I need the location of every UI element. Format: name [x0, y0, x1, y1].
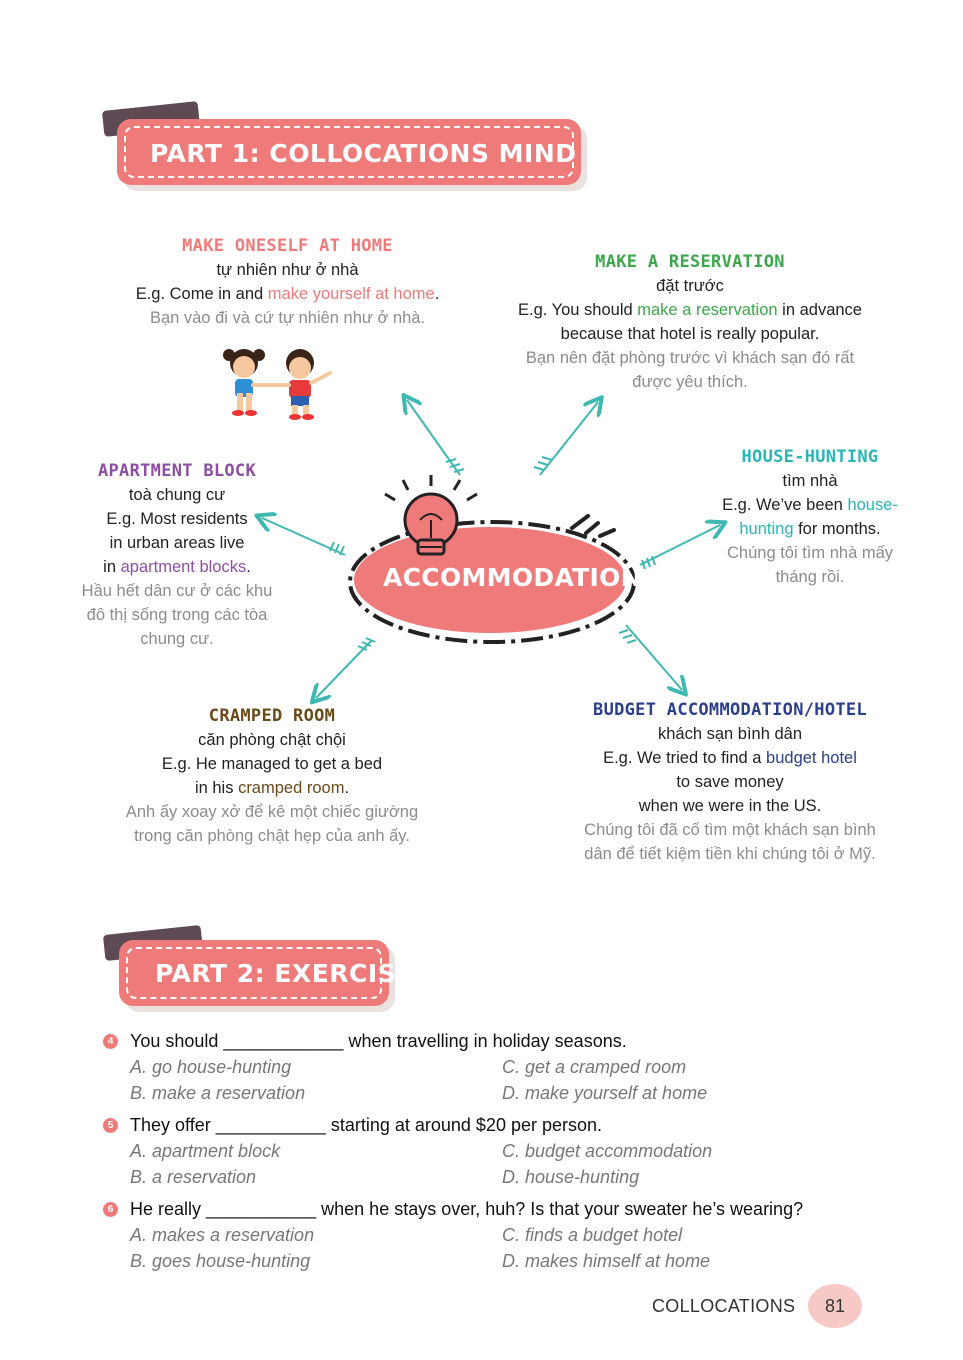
node-example: to save money — [676, 773, 784, 791]
example-text: E.g. You should — [517, 301, 638, 319]
node-translation: Bạn nên đặt phòng trước vì khách sạn đó … — [525, 349, 855, 367]
node-heading: MAKE A RESERVATION — [595, 252, 785, 272]
arrow-icon — [262, 400, 720, 698]
spark-marks — [570, 514, 616, 538]
center-blob-shadow — [348, 520, 636, 644]
node-heading: BUDGET ACCOMMODATION/HOTEL — [593, 700, 867, 720]
node-meaning: tìm nhà — [782, 472, 838, 490]
node-example: in his cramped room. — [97, 776, 447, 800]
banner-pill — [117, 119, 581, 185]
example-text: in advance — [777, 301, 862, 319]
node-meaning: tự nhiên như ở nhà — [216, 261, 359, 279]
mindmap-graphic — [0, 0, 963, 900]
node-translation: tháng rồi. — [775, 568, 845, 586]
example-text: E.g. Come in and — [135, 285, 268, 303]
node-cramped-room: CRAMPED ROOM căn phòng chật chội E.g. He… — [97, 704, 447, 848]
node-meaning: căn phòng chật chội — [198, 731, 346, 749]
node-translation: trong căn phòng chật hẹp của anh ấy. — [134, 827, 410, 845]
node-translation: Chúng tôi tìm nhà mấy — [727, 544, 893, 562]
question-item: 4 You should ____________ when travellin… — [103, 1031, 903, 1109]
node-translation: Hầu hết dân cư ở các khu — [81, 582, 273, 600]
question-number: 6 — [103, 1202, 118, 1217]
node-house-hunting: HOUSE-HUNTING tìm nhà E.g. We’ve been ho… — [700, 445, 920, 589]
page-number: 81 — [808, 1284, 862, 1328]
node-make-a-reservation: MAKE A RESERVATION đặt trước E.g. You sh… — [490, 250, 890, 394]
node-translation: Anh ấy xoay xở để kê một chiếc giường — [125, 803, 419, 821]
part2-banner: PART 2: EXERCISE — [100, 920, 413, 1015]
node-example: when we were in the US. — [638, 797, 822, 815]
question-stem: He really ___________ when he stays over… — [130, 1199, 804, 1219]
node-meaning: khách sạn bình dân — [657, 725, 803, 743]
example-text: E.g. We’ve been — [722, 496, 848, 514]
node-example: E.g. We’ve been house- — [700, 493, 920, 517]
example-highlight: house- — [847, 496, 898, 514]
node-example: hunting for months. — [700, 517, 920, 541]
option-a[interactable]: A. makes a reservation — [130, 1225, 315, 1245]
option-a[interactable]: A. go house-hunting — [130, 1057, 292, 1077]
part1-banner: PART 1: COLLOCATIONS MIND MAP — [100, 100, 649, 195]
example-highlight: cramped room — [238, 779, 345, 797]
example-text: for months. — [793, 520, 881, 538]
node-translation: được yêu thích. — [632, 373, 748, 391]
node-translation: Chúng tôi đã cố tìm một khách sạn bình — [584, 821, 876, 839]
example-highlight: make yourself at home — [267, 285, 435, 303]
example-highlight: hunting — [739, 520, 794, 538]
example-highlight: budget hotel — [766, 749, 857, 767]
part1-title: PART 1: COLLOCATIONS MIND MAP — [150, 139, 650, 168]
node-meaning: đặt trước — [656, 277, 724, 295]
node-translation: Bạn vào đi và cứ tự nhiên như ở nhà. — [149, 309, 426, 327]
example-highlight: make a reservation — [637, 301, 778, 319]
node-example: E.g. He managed to get a bed — [161, 755, 383, 773]
node-translation: chung cư. — [140, 630, 214, 648]
node-translation: đô thị sống trong các tòa — [86, 606, 268, 624]
node-apartment-block: APARTMENT BLOCK toà chung cư E.g. Most r… — [62, 459, 292, 651]
option-c[interactable]: C. get a cramped room — [502, 1057, 687, 1077]
node-example: E.g. You should make a reservation in ad… — [490, 298, 890, 322]
question-stem: They offer ___________ starting at aroun… — [130, 1115, 603, 1135]
option-d[interactable]: D. make yourself at home — [502, 1083, 708, 1103]
node-heading: HOUSE-HUNTING — [741, 447, 879, 467]
center-label: ACCOMMODATION — [383, 563, 642, 592]
example-text: . — [434, 285, 440, 303]
kids-illustration — [223, 349, 332, 420]
node-make-oneself-at-home: MAKE ONESELF AT HOME tự nhiên như ở nhà … — [100, 234, 475, 330]
option-c[interactable]: C. finds a budget hotel — [502, 1225, 683, 1245]
node-example-line2: because that hotel is really popular. — [560, 325, 820, 343]
option-b[interactable]: B. goes house-hunting — [130, 1251, 311, 1271]
question-item: 5 They offer ___________ starting at aro… — [103, 1115, 903, 1193]
node-meaning: toà chung cư — [128, 486, 226, 504]
question-stem: You should ____________ when travelling … — [130, 1031, 627, 1051]
banner-pill — [119, 940, 389, 1006]
node-translation: dân để tiết kiệm tiền khi chúng tôi ở Mỹ… — [584, 845, 876, 863]
option-b[interactable]: B. make a reservation — [130, 1083, 306, 1103]
node-heading: APARTMENT BLOCK — [97, 461, 257, 481]
question-item: 6 He really ___________ when he stays ov… — [103, 1199, 923, 1277]
example-text: in his — [194, 779, 239, 797]
footer-section-label: COLLOCATIONS — [652, 1296, 796, 1316]
option-c[interactable]: C. budget accommodation — [502, 1141, 713, 1161]
example-text: . — [344, 779, 350, 797]
node-example: in urban areas live — [109, 534, 245, 552]
node-example: E.g. Most residents — [106, 510, 248, 528]
node-example: in apartment blocks. — [62, 555, 292, 579]
option-d[interactable]: D. house-hunting — [502, 1167, 640, 1187]
option-a[interactable]: A. apartment block — [130, 1141, 281, 1161]
node-example: E.g. Come in and make yourself at home. — [100, 282, 475, 306]
node-heading: MAKE ONESELF AT HOME — [182, 236, 393, 256]
example-text: in — [103, 558, 121, 576]
node-example: E.g. We tried to find a budget hotel — [560, 746, 900, 770]
example-highlight: apartment blocks — [120, 558, 247, 576]
option-d[interactable]: D. makes himself at home — [502, 1251, 711, 1271]
question-number: 5 — [103, 1118, 118, 1133]
node-heading: CRAMPED ROOM — [208, 706, 336, 726]
lightbulb-icon — [384, 475, 478, 556]
part2-title: PART 2: EXERCISE — [155, 959, 414, 988]
question-number: 4 — [103, 1034, 118, 1049]
example-text: E.g. We tried to find a — [603, 749, 767, 767]
node-budget-accommodation: BUDGET ACCOMMODATION/HOTEL khách sạn bìn… — [560, 698, 900, 866]
option-b[interactable]: B. a reservation — [130, 1167, 257, 1187]
example-text: . — [246, 558, 251, 576]
